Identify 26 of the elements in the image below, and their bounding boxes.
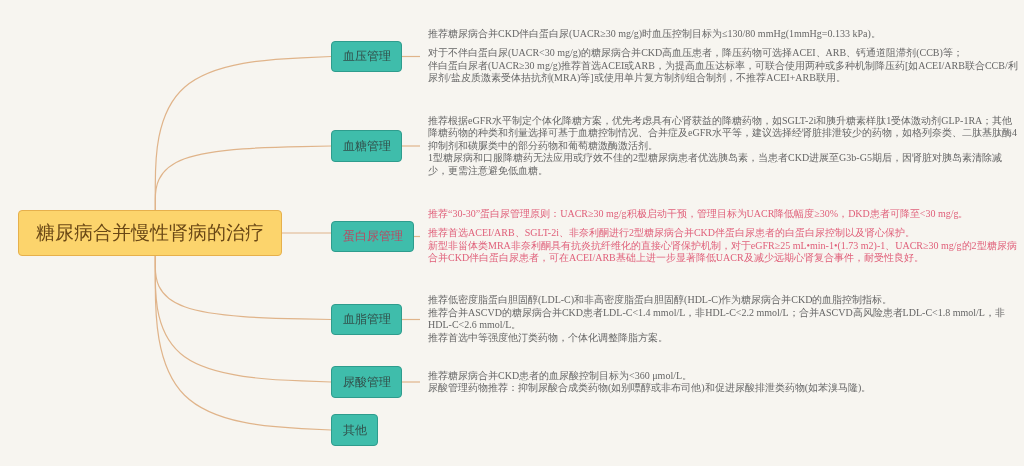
- note-paragraph: 推荐首选ACEI/ARB、SGLT-2i、非奈利酮进行2型糖尿病合并CKD伴蛋白尿患者的白蛋白尿控制以及肾心保护。: [428, 227, 917, 240]
- branch-topic: 血压管理: [331, 41, 402, 72]
- branch-topic: 其他: [331, 414, 378, 446]
- note-paragraph: 推荐“30-30”蛋白尿管理原则：UACR≥30 mg/g积极启动干预，管理目标为UACR降低幅度≥30%，DKD患者可降至<30 mg/g。: [428, 207, 970, 220]
- note-paragraph: 伴白蛋白尿者(UACR≥30 mg/g)推荐首选ACEI或ARB，为提高血压达标率，可联合使用两种或多种机制降压药[如ACEI/ARB联合CCB/利尿剂/盐皮质激素受体拮抗剂(MRA)等]或使用单片复方制剂/组合制剂，不推荐ACEI+ARB联用。: [428, 59, 1019, 85]
- connector-line: [413, 235, 421, 238]
- connector-line: [154, 255, 332, 431]
- connector-line: [401, 145, 421, 147]
- connector-line: [154, 145, 332, 211]
- connector-line: [401, 381, 421, 383]
- branch-topic: 血脂管理: [331, 304, 402, 335]
- note-paragraph: 1型糖尿病和口服降糖药无法应用或疗效不佳的2型糖尿病患者优选胰岛素，当患者CKD进展至G3b-G5期后，因肾脏对胰岛素清除减少，更需注意避免低血糖。: [428, 152, 1003, 177]
- note-paragraph: 推荐根据eGFR水平制定个体化降糖方案，优先考虑具有心肾获益的降糖药物，如SGLT-2i和胰升糖素样肽1受体激动剂GLP-1RA；其他降糖药物的种类和剂量选择可基于血糖控制情况、合并症及eGFR水平等，建议选择经肾脏排泄较少的药物，如格列奈类、二肽基肽酶4抑制剂和磺脲类中的部分药物和葡萄糖激酶激活剂。: [428, 114, 1018, 152]
- connector-line: [281, 232, 332, 234]
- note-paragraph: 推荐糖尿病合并CKD患者的血尿酸控制目标为<360 μmol/L。: [428, 369, 694, 382]
- branch-topic: 蛋白尿管理: [331, 221, 414, 252]
- note-paragraph: 新型非甾体类MRA非奈利酮具有抗炎抗纤维化的直接心肾保护机制，对于eGFR≥25 mL•min-1•(1.73 m2)-1、UACR≥30 mg/g的2型糖尿病合并CKD伴白蛋白尿患者，可在ACEI/ARB基础上进一步显著降低UACR及减少远期心肾复合事件，耐受性良好。: [428, 239, 1018, 265]
- branch-topic: 血糖管理: [331, 130, 402, 162]
- note-paragraph: 尿酸管理药物推荐：抑制尿酸合成类药物(如别嘌醇或非布司他)和促进尿酸排泄类药物(如苯溴马隆)。: [428, 382, 873, 395]
- note-paragraph: 推荐合并ASCVD的糖尿病合并CKD患者LDL-C<1.4 mmol/L，非HDL-C<2.2 mmol/L；合并ASCVD高风险患者LDL-C<1.8 mmol/L，非HDL-C<2.6 mmol/L。: [428, 306, 1006, 332]
- note-paragraph: 对于不伴白蛋白尿(UACR<30 mg/g)的糖尿病合并CKD高血压患者，降压药物可选择ACEI、ARB、钙通道阻滞剂(CCB)等；: [428, 47, 964, 60]
- note-paragraph: 推荐低密度脂蛋白胆固醇(LDL-C)和非高密度脂蛋白胆固醇(HDL-C)作为糖尿病合并CKD的血脂控制指标。: [428, 294, 894, 307]
- note-paragraph: 推荐首选中等强度他汀类药物，个体化调整降脂方案。: [428, 331, 669, 344]
- note-paragraph: 推荐糖尿病合并CKD伴白蛋白尿(UACR≥30 mg/g)时血压控制目标为≤130/80 mmHg(1mmHg=0.133 kPa)。: [428, 27, 882, 40]
- central-topic: 糖尿病合并慢性肾病的治疗: [18, 210, 282, 256]
- branch-topic: 尿酸管理: [331, 366, 402, 398]
